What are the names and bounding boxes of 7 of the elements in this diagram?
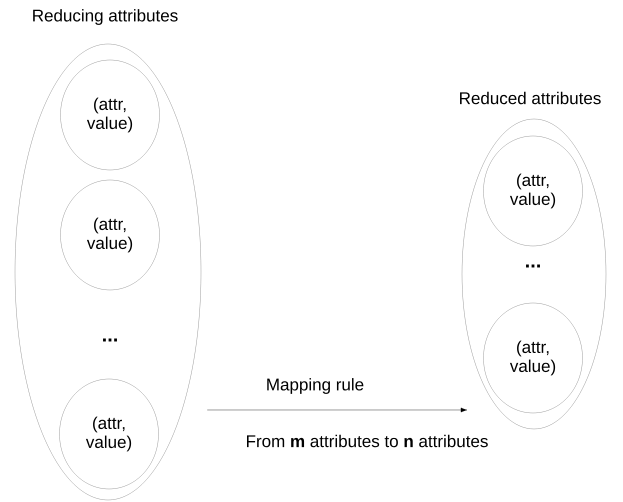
ellipsis: ... <box>103 338 117 342</box>
node-label: Reduced attributes <box>460 92 601 104</box>
mapping-note: From m attributes to n attributes <box>247 434 488 448</box>
node-label: Reducing attributes <box>33 9 178 25</box>
ellipsis: ... <box>526 264 540 268</box>
edge-label: Mapping rule <box>264 377 366 395</box>
arrow <box>207 408 468 412</box>
